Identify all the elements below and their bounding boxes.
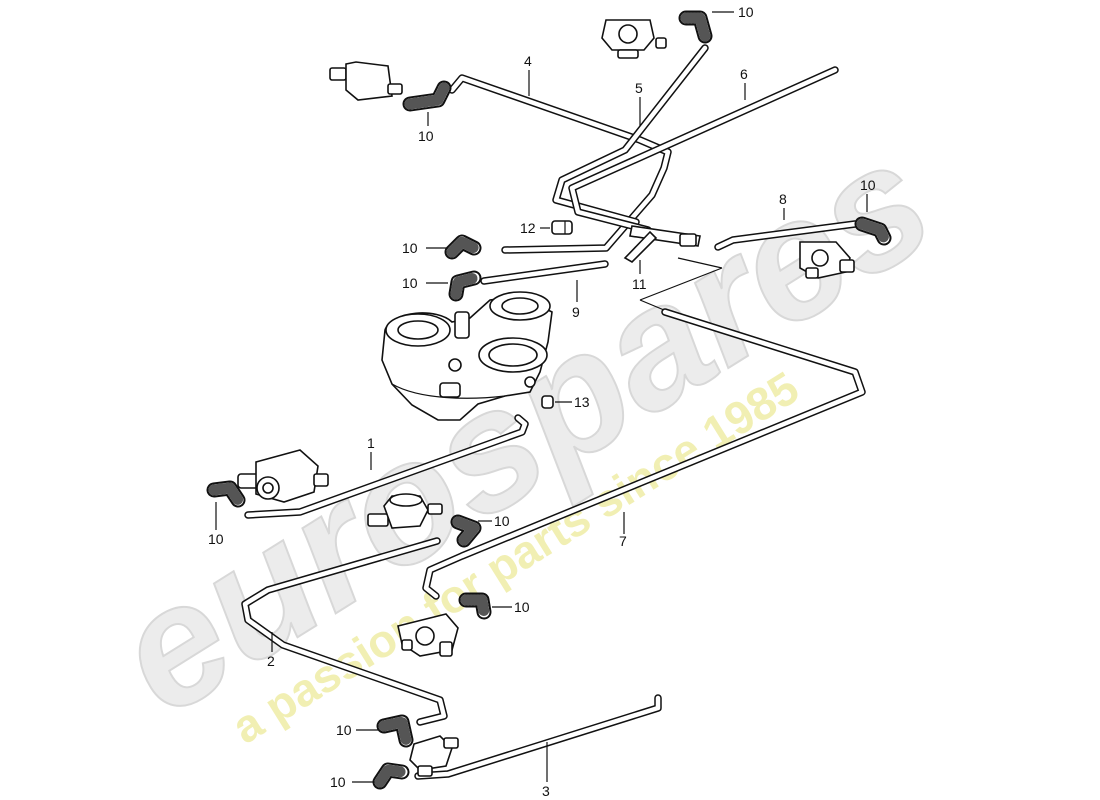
connector-12 (551, 220, 573, 235)
hose-elbow-lower (458, 592, 492, 620)
callout-5: 5 (635, 80, 643, 96)
check-valve-left (237, 449, 329, 503)
tube-3 (414, 694, 662, 780)
leader-lines (215, 11, 868, 783)
hose-elbow-upper-left (402, 80, 452, 112)
callout-10: 10 (860, 177, 876, 193)
callout-12: 12 (520, 220, 536, 236)
hose-elbow-bottom-2 (372, 762, 410, 790)
tube-5 (552, 44, 709, 226)
callout-11: 11 (632, 276, 647, 292)
callout-10: 10 (330, 774, 346, 790)
cap-13 (541, 395, 554, 409)
tube-8 (714, 220, 859, 251)
hose-elbow-right (854, 216, 892, 246)
tube-1 (244, 414, 529, 519)
tube-7 (422, 308, 866, 600)
check-valve-lower (397, 613, 459, 657)
callout-10: 10 (418, 128, 434, 144)
callout-1: 1 (367, 435, 375, 451)
callout-13: 13 (574, 394, 590, 410)
callout-10: 10 (208, 531, 224, 547)
check-valve-upper-left (329, 61, 403, 101)
hose-elbow-left (206, 480, 246, 508)
tube-9 (480, 260, 609, 285)
hose-elbow-top (678, 10, 713, 44)
hose-elbow-bottom-1 (376, 714, 414, 748)
callout-10: 10 (738, 4, 754, 20)
callout-10: 10 (402, 275, 418, 291)
callout-9: 9 (572, 304, 580, 320)
throttle-body (381, 291, 553, 421)
callout-8: 8 (779, 191, 787, 207)
hose-elbow-mid-1 (444, 234, 482, 260)
t-connector (623, 225, 701, 263)
hose-elbow-center (450, 514, 482, 548)
callout-10: 10 (336, 722, 352, 738)
callout-2: 2 (267, 653, 275, 669)
callout-7: 7 (619, 533, 627, 549)
tube-4 (448, 74, 672, 254)
tube-2 (241, 537, 448, 726)
callout-4: 4 (524, 53, 532, 69)
callout-10: 10 (514, 599, 530, 615)
check-valve-top (601, 19, 667, 59)
callout-3: 3 (542, 783, 550, 799)
check-valve-center (367, 493, 443, 529)
callouts: 10 4 6 5 10 10 8 12 10 10 11 9 13 1 10 1… (208, 4, 876, 799)
callout-10: 10 (402, 240, 418, 256)
callout-10: 10 (494, 513, 510, 529)
hose-elbow-mid-2 (448, 270, 482, 302)
check-valve-right (799, 241, 855, 279)
check-valve-bottom (409, 735, 459, 777)
callout-6: 6 (740, 66, 748, 82)
tube-6 (568, 66, 839, 234)
